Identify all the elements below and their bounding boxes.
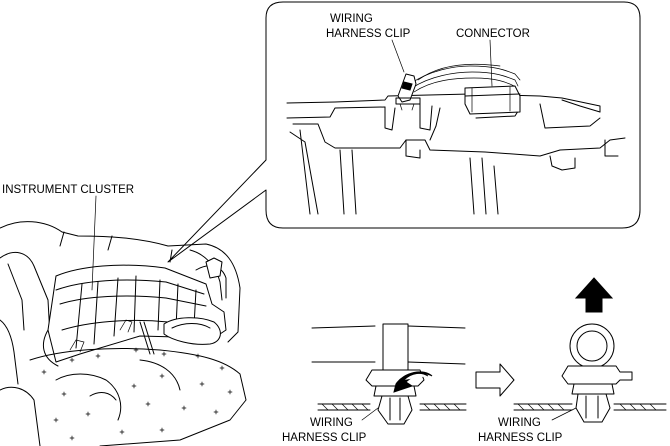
detail-clip-label-line1: WIRING bbox=[330, 13, 373, 25]
detail-harness-clip bbox=[395, 73, 421, 111]
instrument-cluster-leader bbox=[91, 195, 97, 291]
floor-texture bbox=[41, 347, 233, 441]
step1-label-line2: HARNESS CLIP bbox=[282, 432, 367, 444]
step2-label-line1: WIRING bbox=[498, 417, 541, 429]
detail-clip-leader bbox=[391, 39, 405, 73]
step1-clip-leader bbox=[361, 407, 379, 421]
detail-connector-label: CONNECTOR bbox=[456, 28, 530, 40]
detail-connector-leader bbox=[489, 39, 493, 87]
step2-label-line2: HARNESS CLIP bbox=[478, 432, 563, 444]
detail-connector bbox=[409, 63, 521, 115]
pull-up-arrow-icon bbox=[574, 277, 614, 313]
dashboard-overview bbox=[0, 221, 247, 446]
detail-clip-label-line2: HARNESS CLIP bbox=[326, 28, 411, 40]
step2-clip-removal bbox=[513, 277, 667, 423]
next-step-arrow-icon bbox=[475, 363, 515, 397]
step1-clip-removal bbox=[311, 323, 467, 425]
detail-callout bbox=[167, 1, 641, 263]
instrument-cluster-label: INSTRUMENT CLUSTER bbox=[2, 184, 134, 196]
detail-dashboard-frame bbox=[286, 93, 626, 215]
step2-clip-leader bbox=[551, 407, 577, 421]
step1-label-line1: WIRING bbox=[310, 417, 353, 429]
